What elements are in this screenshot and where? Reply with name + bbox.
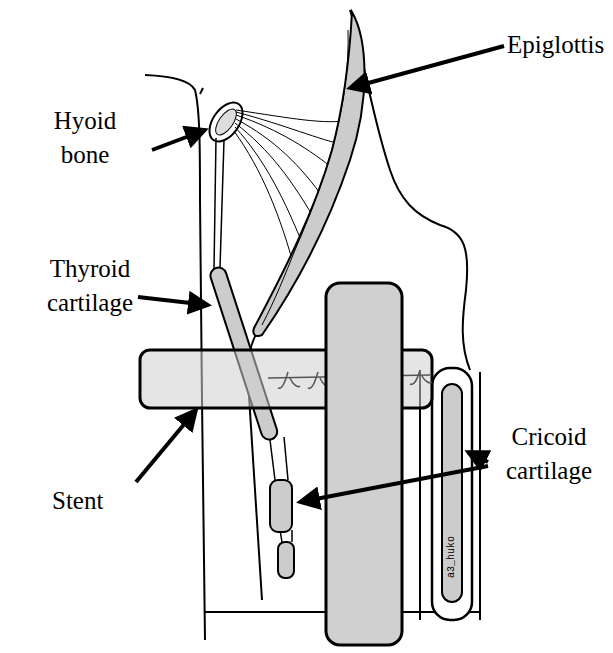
watermark: a3_huko [446, 536, 457, 578]
part-label: Hyoid bone [40, 104, 130, 172]
part-label: Thyroid cartilage [30, 252, 150, 320]
part-label: Epiglottis [507, 28, 609, 62]
part-label: Cricoid cartilage [489, 420, 609, 488]
cricoid-posterior [442, 384, 462, 602]
cricoid-anterior [270, 480, 292, 532]
leader-arrows [136, 46, 504, 502]
part-label: Stent [52, 484, 132, 518]
